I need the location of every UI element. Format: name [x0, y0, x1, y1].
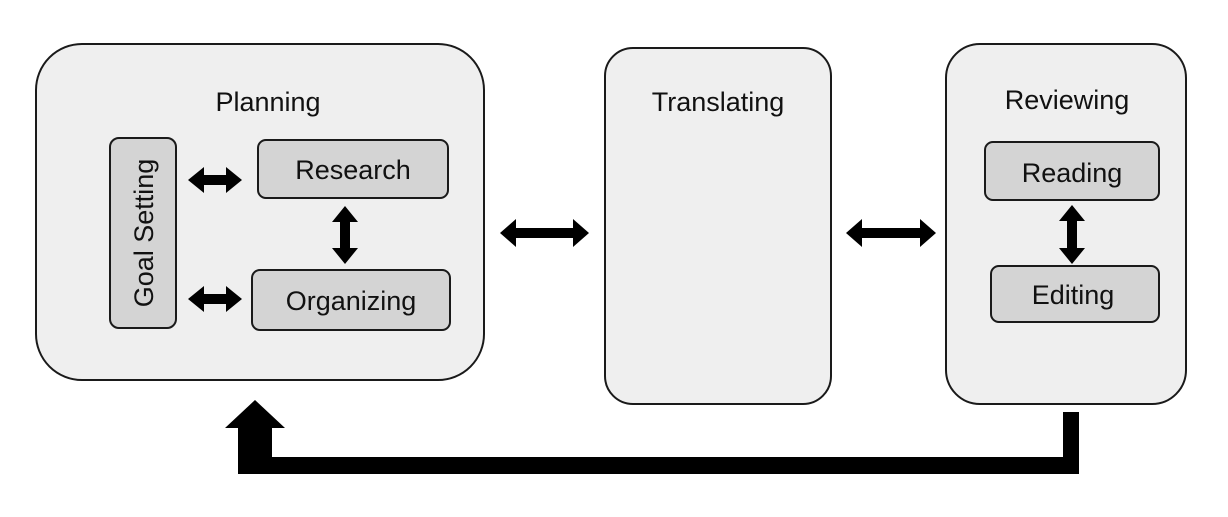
organizing-box	[251, 269, 451, 331]
research-box	[257, 139, 449, 199]
planning-title: Planning	[215, 87, 320, 117]
goal-organizing-double-arrow	[188, 286, 242, 312]
reading-label: Reading	[1022, 158, 1123, 188]
translating-box	[604, 47, 832, 405]
goal-setting-box	[109, 137, 177, 329]
translating-stage: Translating	[604, 47, 832, 405]
planning-stage: Planning Goal Setting Research Organizin…	[35, 43, 485, 381]
research-label: Research	[295, 155, 411, 185]
goal-setting-label: Goal Setting	[129, 159, 159, 308]
reviewing-to-planning-feedback-arrow	[225, 400, 1079, 474]
organizing-label: Organizing	[286, 286, 417, 316]
research-organizing-double-arrow	[332, 206, 358, 264]
reviewing-stage: Reviewing Reading Editing	[945, 43, 1187, 405]
translating-title: Translating	[652, 87, 785, 117]
reviewing-title: Reviewing	[1005, 85, 1130, 115]
editing-label: Editing	[1032, 280, 1115, 310]
reading-editing-double-arrow	[1059, 205, 1085, 264]
translating-reviewing-double-arrow	[846, 219, 936, 247]
goal-research-double-arrow	[188, 167, 242, 193]
planning-translating-double-arrow	[500, 219, 589, 247]
editing-box	[990, 265, 1160, 323]
reading-box	[984, 141, 1160, 201]
